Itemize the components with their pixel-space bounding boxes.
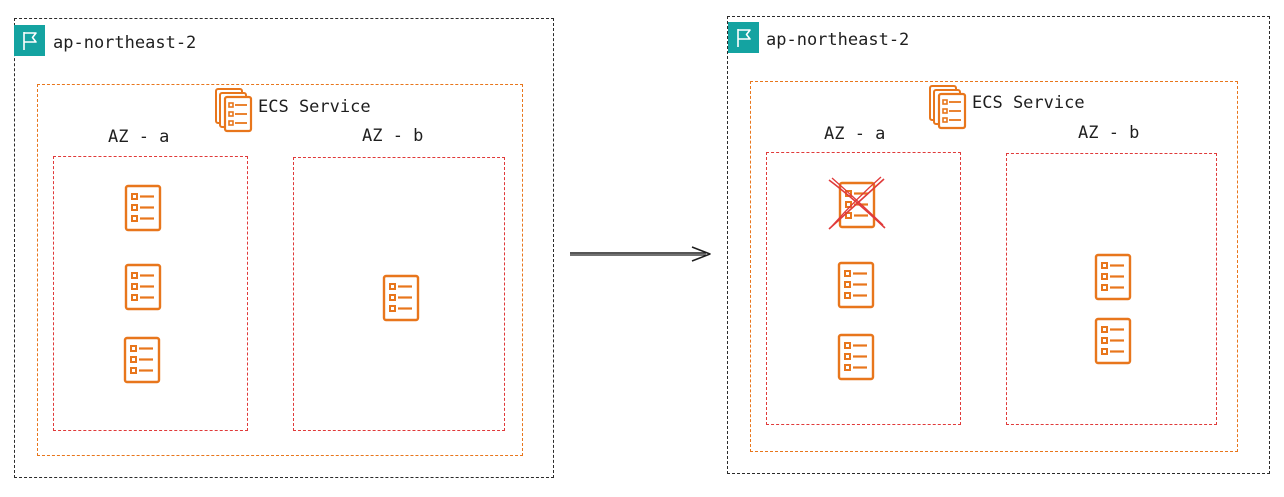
- az-a-label: AZ - a: [824, 124, 886, 144]
- region-label: ap-northeast-2: [766, 30, 910, 50]
- ecs-task-icon: [123, 336, 161, 384]
- ecs-task-icon: [1094, 253, 1132, 301]
- az-b-label: AZ - b: [362, 126, 424, 146]
- ecs-task-icon: [124, 184, 162, 232]
- az-a-box-right: [766, 152, 961, 425]
- ecs-service-box-right: [750, 81, 1238, 452]
- ecs-service-label: ECS Service: [972, 93, 1085, 113]
- x-mark-icon: [828, 176, 886, 230]
- ecs-service-label: ECS Service: [258, 97, 371, 117]
- az-b-box-right: [1006, 153, 1217, 425]
- ecs-task-icon: [124, 263, 162, 311]
- arrow-right-icon: [570, 246, 711, 262]
- ecs-task-icon: [837, 333, 875, 381]
- region-box-left: [14, 18, 554, 478]
- region-flag-icon: [728, 22, 759, 53]
- region-box-right: [727, 16, 1270, 474]
- az-a-label: AZ - a: [108, 127, 170, 147]
- flag-icon: [732, 26, 756, 50]
- ecs-service-box-left: [37, 84, 523, 456]
- ecs-task-icon: [1094, 317, 1132, 365]
- az-b-box-left: [293, 157, 505, 431]
- region-label: ap-northeast-2: [53, 33, 197, 53]
- ecs-service-icon: [214, 87, 254, 133]
- ecs-service-icon: [928, 84, 968, 130]
- region-flag-icon: [14, 25, 45, 56]
- ecs-task-icon: [837, 261, 875, 309]
- az-a-box-left: [53, 156, 248, 431]
- ecs-task-icon: [382, 274, 420, 322]
- flag-icon: [18, 29, 42, 53]
- az-b-label: AZ - b: [1078, 123, 1140, 143]
